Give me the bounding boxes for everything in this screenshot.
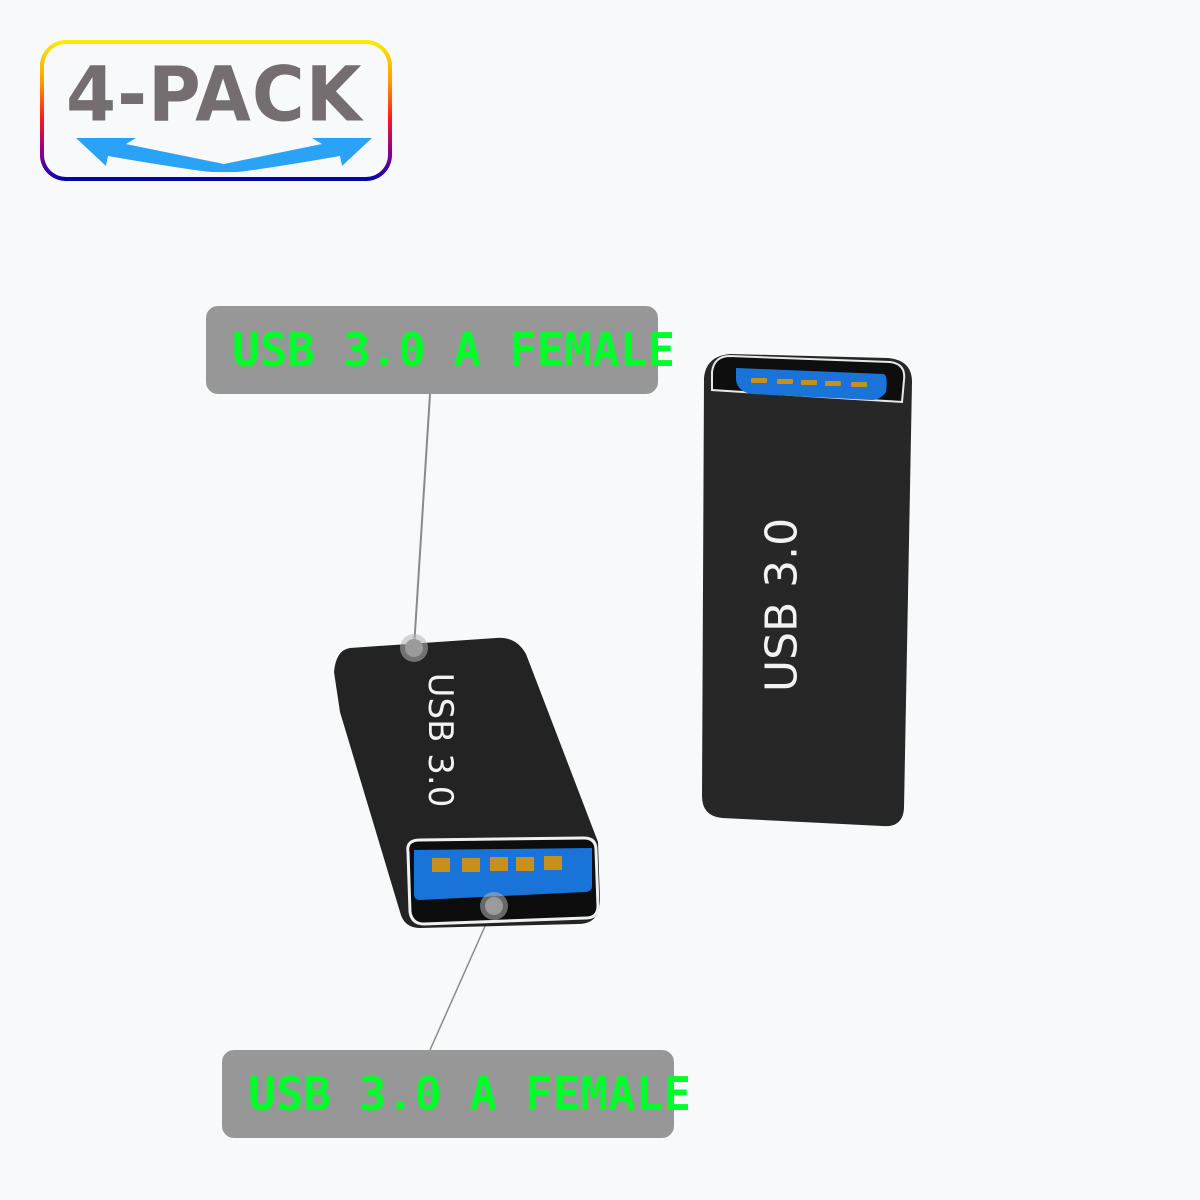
leader-line-top [413, 393, 431, 649]
right-usb-connector [702, 354, 912, 827]
callout-label-bottom: USB 3.0 A FEMALE [222, 1050, 691, 1138]
pointer-dot-bottom-inner [485, 897, 503, 915]
double-arrow-icon [76, 138, 372, 172]
left-connector-label: USB 3.0 [420, 672, 460, 808]
badge-inner: 4-PACK [44, 44, 388, 177]
right-connector-label: USB 3.0 [756, 517, 808, 693]
callout-label-bottom-text: USB 3.0 A FEMALE [248, 1067, 692, 1121]
badge-text: 4-PACK [66, 49, 363, 139]
pointer-dot-top-inner [405, 639, 423, 657]
callout-label-top-text: USB 3.0 A FEMALE [232, 323, 676, 377]
four-pack-badge: 4-PACK [40, 40, 392, 181]
callout-label-top: USB 3.0 A FEMALE [206, 306, 675, 394]
left-usb-connector [334, 637, 600, 928]
leader-line-bottom [429, 905, 495, 1051]
